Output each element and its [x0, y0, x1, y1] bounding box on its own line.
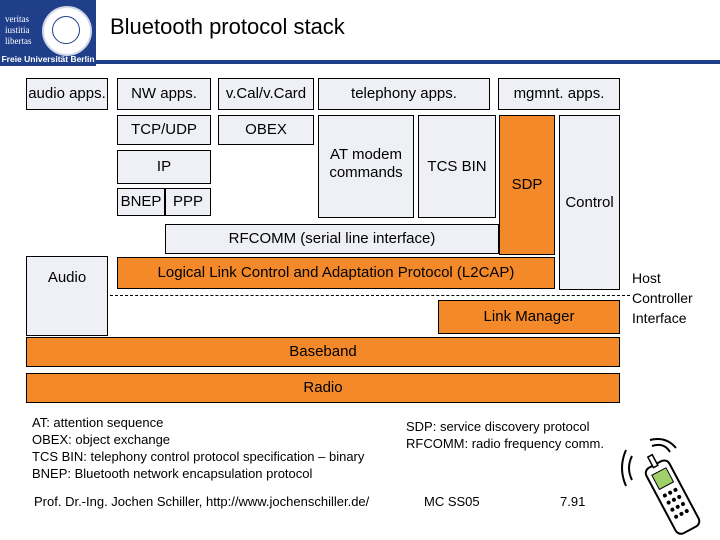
footer-page: 7.91: [560, 494, 586, 509]
ip-label: IP: [156, 158, 172, 175]
vcal-box: v.Cal/v.Card: [218, 78, 314, 110]
legend-item: AT: attention sequence: [32, 415, 164, 430]
bnep-label: BNEP: [120, 193, 162, 210]
hci-label: Host Controller Interface: [632, 270, 693, 326]
vcal-label: v.Cal/v.Card: [225, 85, 307, 102]
control-label: Control: [565, 194, 614, 211]
nw-apps-box: NW apps.: [117, 78, 211, 110]
rfcomm-label: RFCOMM (serial line interface): [228, 230, 436, 247]
radio-box: Radio: [26, 373, 620, 403]
logo-motto: veritas iustitia libertas: [5, 14, 32, 47]
legend-right: SDP: service discovery protocol RFCOMM: …: [406, 418, 604, 452]
legend-item: OBEX: object exchange: [32, 432, 171, 447]
nw-apps-label: NW apps.: [131, 85, 197, 102]
logo-word: libertas: [5, 36, 32, 46]
telephony-apps-label: telephony apps.: [351, 85, 457, 102]
link-manager-label: Link Manager: [483, 308, 575, 325]
obex-label: OBEX: [245, 121, 287, 138]
rfcomm-box: RFCOMM (serial line interface): [165, 224, 499, 254]
sdp-box: SDP: [499, 115, 555, 255]
ppp-label: PPP: [172, 193, 203, 210]
audio-label: Audio: [47, 269, 87, 286]
footer-author: Prof. Dr.-Ing. Jochen Schiller, http://w…: [34, 494, 370, 509]
footer-course: MC SS05: [424, 494, 480, 509]
telephony-apps-box: telephony apps.: [318, 78, 490, 110]
l2cap-label: Logical Link Control and Adaptation Prot…: [157, 264, 515, 281]
link-manager-box: Link Manager: [438, 300, 620, 334]
bnep-box: BNEP: [117, 188, 165, 216]
l2cap-box: Logical Link Control and Adaptation Prot…: [117, 257, 555, 289]
mobile-phone-icon: [621, 438, 701, 535]
audio-apps-box: audio apps.: [26, 78, 108, 110]
university-name: Freie Universität Berlin: [1, 54, 95, 64]
at-modem-box: AT modem commands: [318, 115, 414, 218]
university-logo: veritas iustitia libertas Freie Universi…: [0, 0, 96, 66]
sdp-label: SDP: [511, 176, 543, 193]
control-box: Control: [559, 115, 620, 290]
baseband-label: Baseband: [289, 343, 357, 360]
logo-word: iustitia: [5, 25, 30, 35]
baseband-box: Baseband: [26, 337, 620, 367]
legend-item: RFCOMM: radio frequency comm.: [406, 436, 604, 451]
tcs-bin-label: TCS BIN: [427, 157, 487, 175]
legend-left: AT: attention sequence OBEX: object exch…: [32, 414, 364, 482]
radio-label: Radio: [303, 379, 343, 396]
ppp-box: PPP: [165, 188, 211, 216]
ip-box: IP: [117, 150, 211, 184]
legend-item: TCS BIN: telephony control protocol spec…: [32, 449, 365, 464]
tcs-bin-box: TCS BIN: [418, 115, 496, 218]
page-title: Bluetooth protocol stack: [110, 14, 345, 39]
at-modem-label: AT modem commands: [329, 146, 403, 181]
legend-item: BNEP: Bluetooth network encapsulation pr…: [32, 466, 313, 481]
header-rule: [96, 60, 720, 64]
logo-word: veritas: [5, 14, 29, 24]
mgmnt-apps-box: mgmnt. apps.: [498, 78, 620, 110]
seal-icon: [42, 6, 92, 56]
obex-box: OBEX: [218, 115, 314, 145]
audio-apps-label: audio apps.: [28, 85, 106, 102]
audio-box: Audio: [26, 256, 108, 336]
tcpudp-box: TCP/UDP: [117, 115, 211, 145]
tcpudp-label: TCP/UDP: [131, 121, 197, 138]
hci-dashed-line: [110, 295, 630, 296]
mgmnt-apps-label: mgmnt. apps.: [513, 85, 605, 102]
legend-item: SDP: service discovery protocol: [406, 419, 590, 434]
